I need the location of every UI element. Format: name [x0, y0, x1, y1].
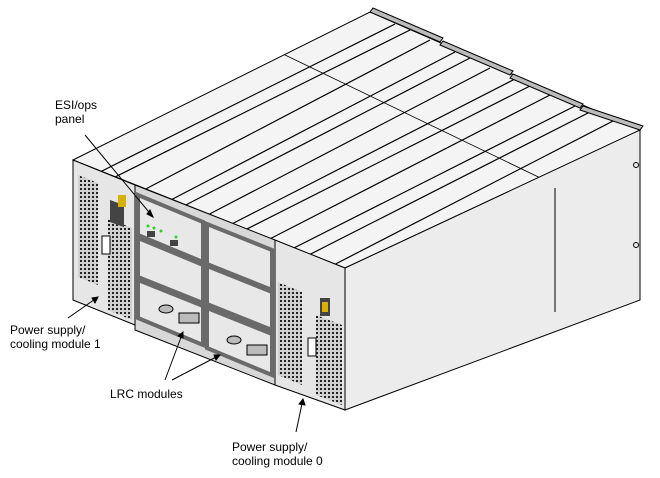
drive-carrier-stripes [99, 23, 616, 273]
psu0-label: Power supply/ cooling module 0 [232, 440, 323, 468]
esi-ops-panel [146, 224, 178, 246]
esi-ops-panel-label: ESI/ops panel [55, 98, 98, 126]
rear-handles [369, 7, 644, 131]
drive-bezels [136, 192, 274, 333]
psu1-label: Power supply/ cooling module 1 [10, 323, 101, 351]
lrc-connectors [158, 304, 268, 356]
callout-lines [67, 134, 306, 433]
lrc-modules-label: LRC modules [110, 387, 183, 401]
